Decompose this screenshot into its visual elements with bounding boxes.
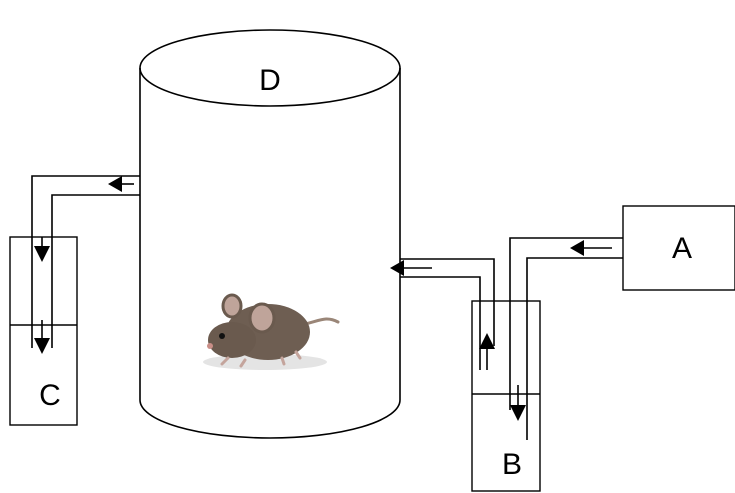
mouse-icon bbox=[203, 293, 340, 370]
container-b: B bbox=[471, 300, 541, 492]
tube-b-to-d bbox=[390, 258, 495, 370]
label-c: C bbox=[39, 379, 61, 412]
tube-d-to-c bbox=[31, 175, 140, 354]
container-c: C bbox=[9, 236, 78, 426]
container-a: A bbox=[622, 205, 735, 291]
label-b: B bbox=[502, 448, 522, 481]
tube-a-to-b bbox=[509, 237, 623, 440]
cylinder-d: D bbox=[139, 29, 401, 439]
label-d: D bbox=[259, 64, 281, 97]
label-a: A bbox=[672, 232, 692, 265]
